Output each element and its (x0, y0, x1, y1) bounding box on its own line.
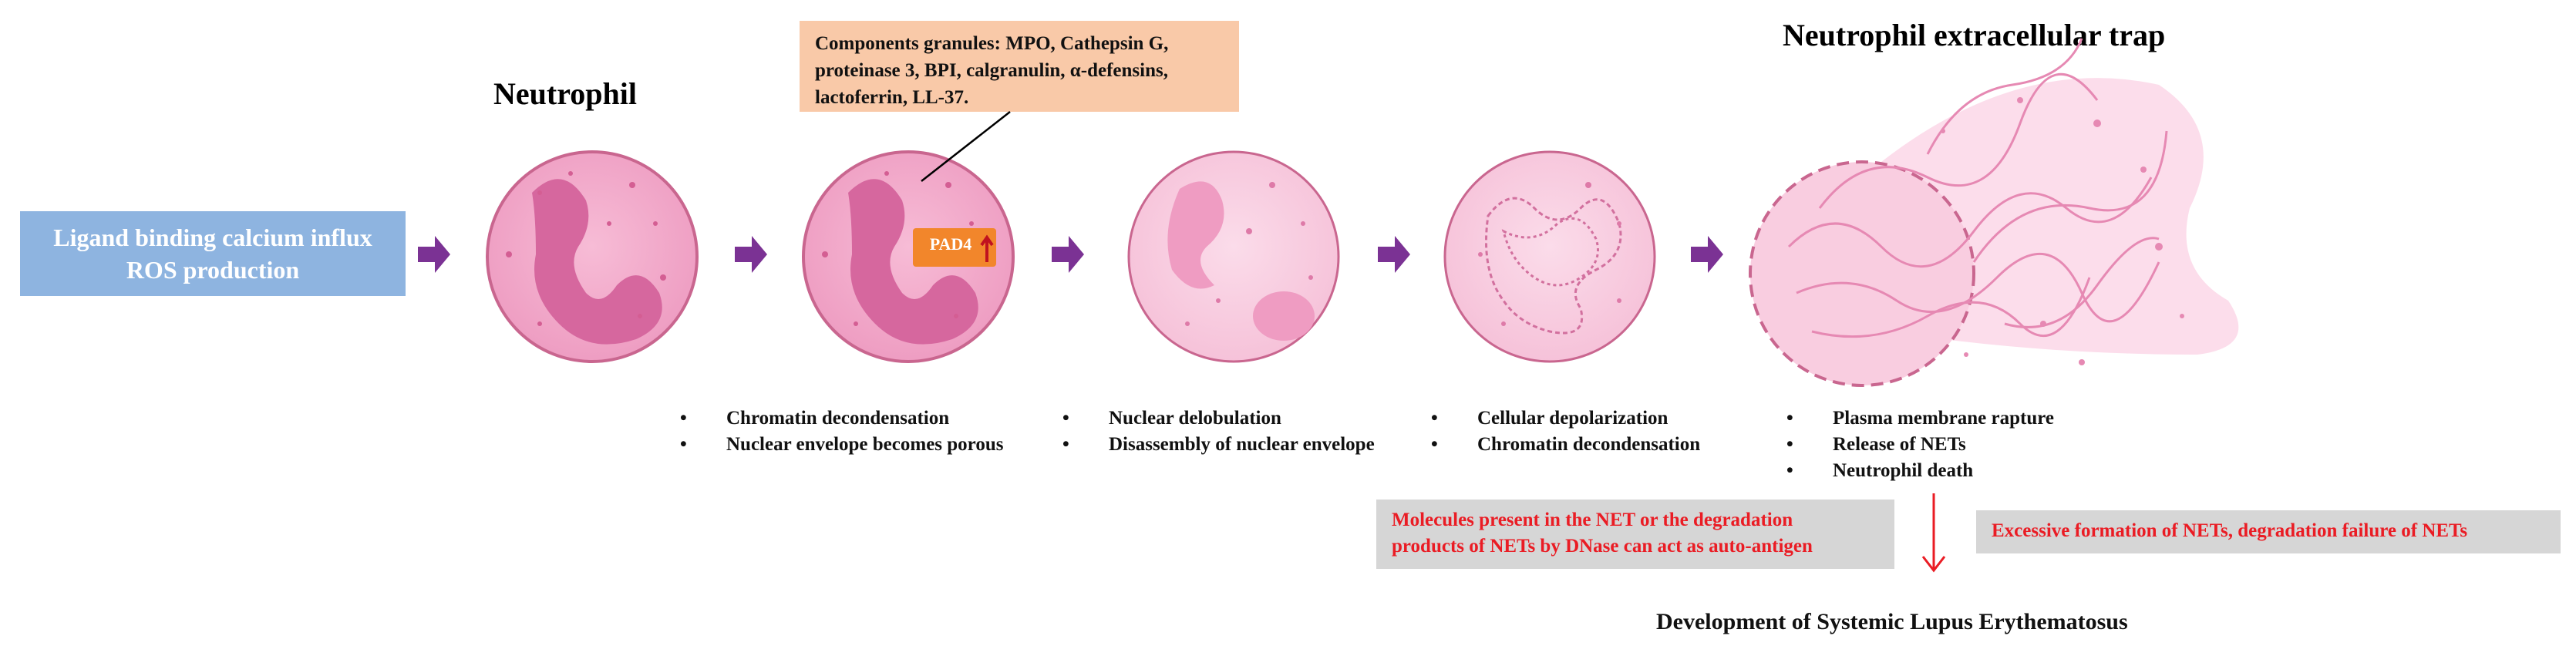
stage-4-bullet-2: Release of NETs (1786, 432, 2054, 458)
stage-4-bullet-3: Neutrophil death (1786, 458, 2054, 484)
flow-arrow-1 (418, 236, 450, 273)
flow-arrows (418, 236, 1723, 273)
granules-line-3: lactoferrin, LL-37. (815, 87, 969, 108)
flow-arrow-4 (1378, 236, 1410, 273)
stimulus-line-2: ROS production (126, 256, 300, 284)
autoantigen-note-line-1: Molecules present in the NET or the degr… (1392, 510, 1793, 530)
flow-arrow-2 (735, 236, 767, 273)
autoantigen-note: Molecules present in the NET or the degr… (1376, 500, 1894, 569)
neutrophil-cell-4 (1443, 150, 1656, 363)
granules-line-1: Components granules: MPO, Cathepsin G, (815, 33, 1169, 54)
neutrophil-cell-2 (802, 111, 1015, 363)
stage-2-bullet-2: Disassembly of nuclear envelope (1062, 432, 1375, 458)
pad4-up-arrow-icon (980, 234, 994, 262)
pad4-badge (913, 228, 996, 267)
granules-line-2: proteinase 3, BPI, calgranulin, α-defens… (815, 60, 1168, 81)
flow-arrow-5 (1691, 236, 1723, 273)
stage-1-bullet-2: Nuclear envelope becomes porous (680, 432, 1003, 458)
pad4-label: PAD4 (929, 234, 972, 254)
neutrophil-title: Neutrophil (493, 76, 637, 111)
flow-arrow-3 (1052, 236, 1084, 273)
stage-4-bullet-1: Plasma membrane rapture (1786, 405, 2054, 432)
stage-3-bullet-1: Cellular depolarization (1431, 405, 1700, 432)
granules-box: Components granules: MPO, Cathepsin G, p… (800, 21, 1239, 112)
autoantigen-note-line-2: products of NETs by DNase can act as aut… (1392, 536, 1813, 557)
stage-3-bullet-2: Chromatin decondensation (1431, 432, 1700, 458)
stage-bullets-1: Chromatin decondensation Nuclear envelop… (680, 405, 1003, 458)
stimulus-line-1: Ligand binding calcium influx (53, 224, 372, 251)
neutrophil-cell-3 (1127, 150, 1340, 363)
neutrophil-cell-1 (486, 150, 699, 363)
stage-2-bullet-1: Nuclear delobulation (1062, 405, 1375, 432)
stage-1-bullet-1: Chromatin decondensation (680, 405, 1003, 432)
red-down-arrow-icon (1921, 493, 1946, 573)
stage-bullets-3: Cellular depolarization Chromatin decond… (1431, 405, 1700, 458)
stage-bullets-4: Plasma membrane rapture Release of NETs … (1786, 405, 2054, 484)
stage-bullets-2: Nuclear delobulation Disassembly of nucl… (1062, 405, 1375, 458)
stimulus-box: Ligand binding calcium influx ROS produc… (20, 211, 406, 296)
net-cell (1749, 38, 2239, 387)
granules-pointer-line (921, 111, 1011, 182)
net-failure-note: Excessive formation of NETs, degradation… (1976, 510, 2561, 553)
net-title: Neutrophil extracellular trap (1783, 18, 2166, 52)
outcome-text: Development of Systemic Lupus Erythemato… (1656, 609, 2128, 634)
